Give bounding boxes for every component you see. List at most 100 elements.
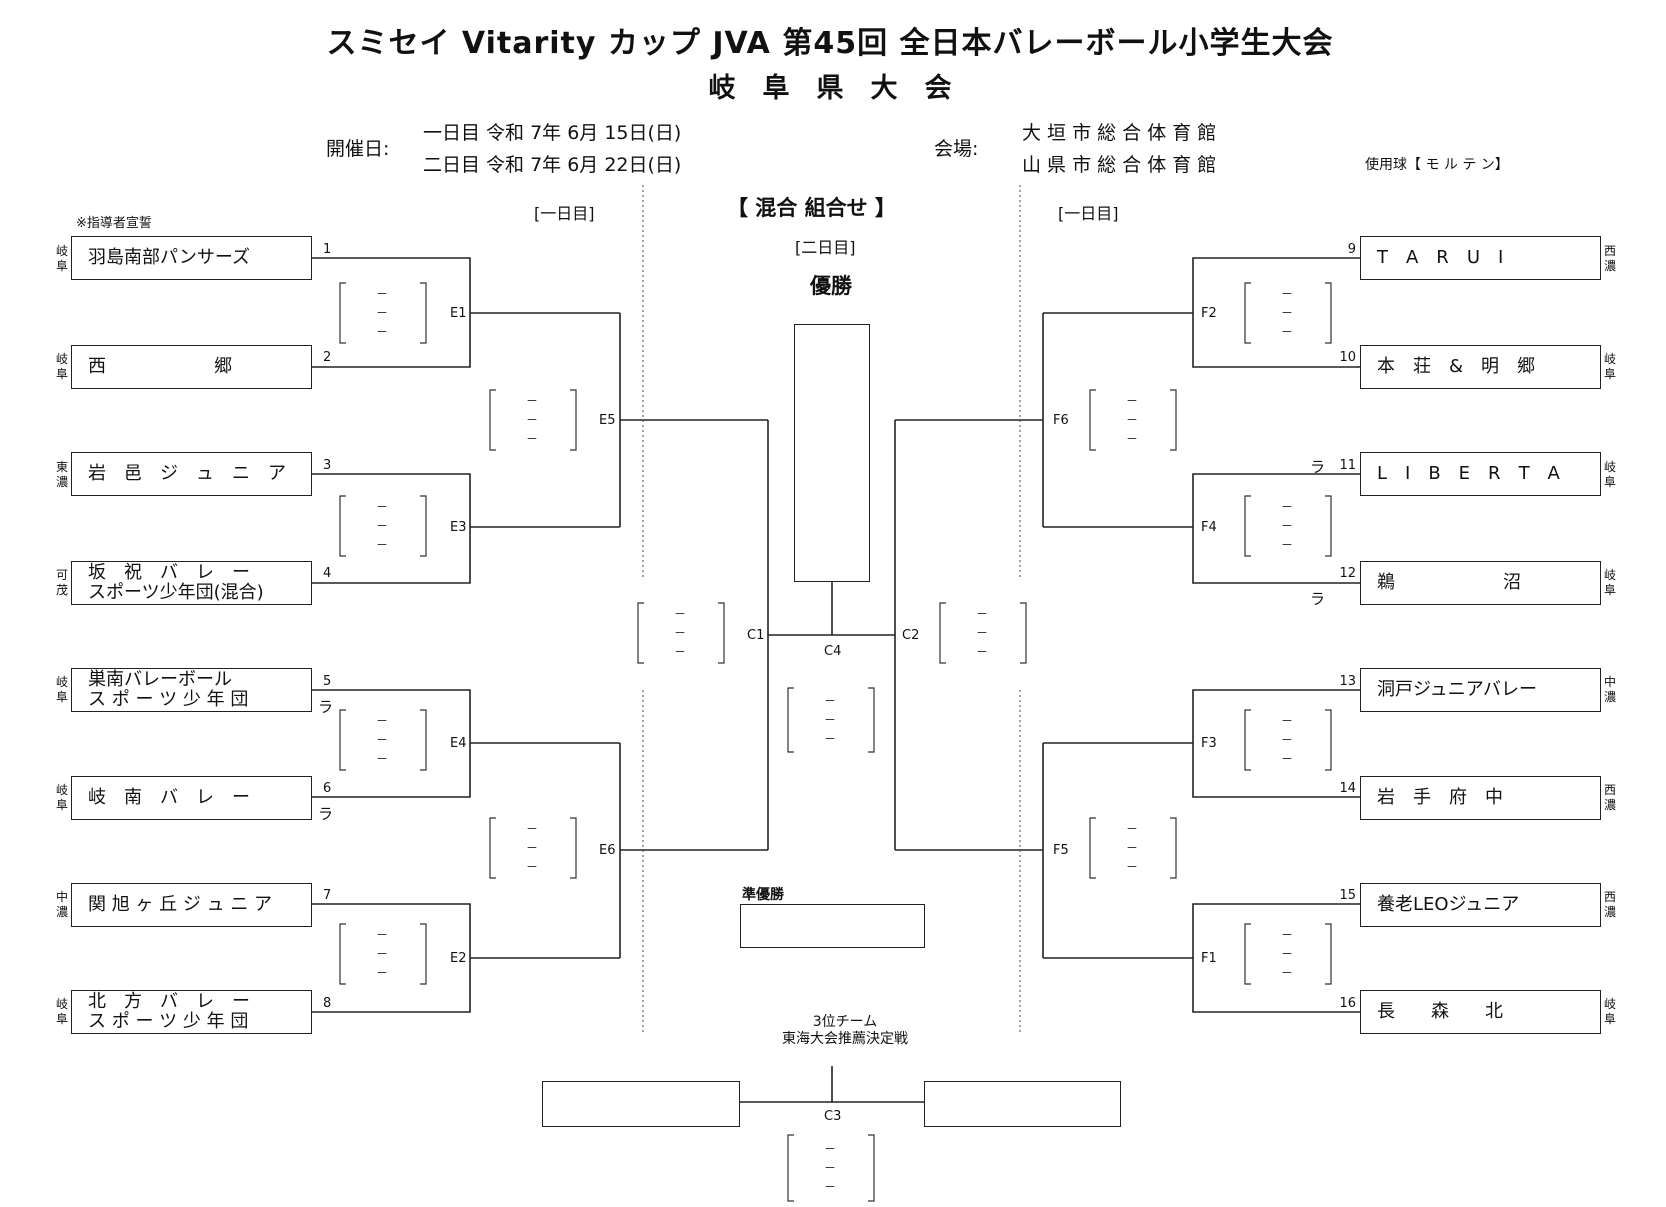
team-name-line2: ス ポ ー ツ 少 年 団 (88, 1011, 249, 1032)
score-dash: － (376, 733, 389, 747)
score-bracket (339, 282, 427, 344)
team-10[interactable]: 本 荘 & 明 郷 (1360, 345, 1601, 389)
team-2[interactable]: 西 郷 (71, 345, 312, 389)
team-14-pref: 西濃 (1604, 783, 1617, 812)
team-name-line2: ス ポ ー ツ 少 年 団 (88, 689, 249, 710)
match-F1: F1 (1201, 951, 1217, 966)
team-5[interactable]: 巣南バレーボールス ポ ー ツ 少 年 団 (71, 668, 312, 712)
team-8-pref: 岐阜 (56, 997, 69, 1026)
team-13[interactable]: 洞戸ジュニアバレー (1360, 668, 1601, 712)
match-F5: F5 (1053, 843, 1069, 858)
match-C1: C1 (747, 628, 765, 643)
score-dash: － (1281, 500, 1294, 514)
team-name: 西 郷 (88, 356, 232, 377)
match-E4: E4 (450, 736, 467, 751)
score-dash: － (376, 752, 389, 766)
seed-2: 2 (323, 350, 332, 365)
team-14[interactable]: 岩 手 府 中 (1360, 776, 1601, 820)
score-dash: － (1281, 714, 1294, 728)
ball-info: 使用球【 モ ル テ ン】 (1365, 157, 1509, 173)
runner-up-label: 準優勝 (742, 887, 784, 903)
score-dash: － (1281, 287, 1294, 301)
team-name: 関 旭 ヶ 丘 ジ ュ ニ ア (88, 894, 273, 915)
score-dash: － (1126, 822, 1139, 836)
team-11[interactable]: L I B E R T A (1360, 452, 1601, 496)
score-dash: － (976, 645, 989, 659)
team-name: 羽島南部パンサーズ (88, 247, 250, 268)
score-dash: － (976, 626, 989, 640)
team-name: 長 森 北 (1377, 1001, 1503, 1022)
champion-label: 優勝 (810, 274, 852, 298)
score-dash: － (376, 325, 389, 339)
score-dash: － (674, 607, 687, 621)
seed-1: 1 (323, 242, 332, 257)
team-2-pref: 岐阜 (56, 352, 69, 381)
match-F3: F3 (1201, 736, 1217, 751)
team-9[interactable]: T A R U I (1360, 236, 1601, 280)
team-16[interactable]: 長 森 北 (1360, 990, 1601, 1034)
team-1[interactable]: 羽島南部パンサーズ (71, 236, 312, 280)
team-8[interactable]: 北 方 バ レ ース ポ ー ツ 少 年 団 (71, 990, 312, 1034)
champion-box (794, 324, 870, 582)
score-dash: － (1281, 519, 1294, 533)
score-dash: － (526, 413, 539, 427)
team-name: 岐 南 バ レ ー (88, 787, 250, 808)
seed-8: 8 (323, 996, 332, 1011)
team-3[interactable]: 岩 邑 ジ ュ ニ ア (71, 452, 312, 496)
score-dash: － (1281, 325, 1294, 339)
team-12[interactable]: 鵜 沼 (1360, 561, 1601, 605)
team-15[interactable]: 養老LEOジュニア (1360, 883, 1601, 927)
match-C3: C3 (824, 1109, 842, 1124)
team-9-pref: 西濃 (1604, 244, 1617, 273)
runner-up-box (740, 904, 925, 948)
match-F2: F2 (1201, 306, 1217, 321)
match-C2: C2 (902, 628, 920, 643)
score-dash: － (376, 519, 389, 533)
page-title: スミセイ Vitarity カップ JVA 第45回 全日本バレーボール小学生大… (326, 26, 1334, 61)
score-dash: － (526, 822, 539, 836)
team-7[interactable]: 関 旭 ヶ 丘 ジ ュ ニ ア (71, 883, 312, 927)
score-dash: － (976, 607, 989, 621)
match-E3: E3 (450, 520, 467, 535)
third-place-box-left (542, 1081, 740, 1127)
team-13-pref: 中濃 (1604, 675, 1617, 704)
team-6-pref: 岐阜 (56, 783, 69, 812)
score-dash: － (526, 394, 539, 408)
day2-label: [二日目] (795, 238, 856, 257)
team-name: 養老LEOジュニア (1377, 894, 1520, 915)
team-3-pref: 東濃 (56, 460, 69, 489)
day1-right-label: [一日目] (1058, 204, 1119, 223)
team-10-pref: 岐阜 (1604, 352, 1617, 381)
seed-13: 13 (1339, 674, 1356, 689)
third-place-label: 3位チーム (812, 1014, 878, 1030)
seed-16: 16 (1339, 996, 1356, 1011)
seed-5: 5 (323, 674, 332, 689)
score-dash: － (824, 732, 837, 746)
score-dash: － (824, 1161, 837, 1175)
match-F6: F6 (1053, 413, 1069, 428)
third-place-sublabel: 東海大会推薦決定戦 (782, 1031, 908, 1047)
seed-11: 11 (1339, 458, 1356, 473)
score-dash: － (1281, 752, 1294, 766)
team-name: 洞戸ジュニアバレー (1377, 679, 1538, 700)
team-1-pref: 岐阜 (56, 244, 69, 273)
venue-label: 会場: (934, 138, 979, 160)
lot-mark-5: ラ (318, 698, 334, 716)
score-dash: － (1281, 733, 1294, 747)
team-name: 北 方 バ レ ー (88, 991, 250, 1012)
team-name: 本 荘 & 明 郷 (1377, 356, 1536, 377)
team-6[interactable]: 岐 南 バ レ ー (71, 776, 312, 820)
team-4[interactable]: 坂 祝 バ レ ースポーツ少年団(混合) (71, 561, 312, 605)
venue-day1: 大 垣 市 総 合 体 育 館 (1022, 122, 1217, 144)
match-E1: E1 (450, 306, 467, 321)
third-place-box-right (924, 1081, 1121, 1127)
match-E6: E6 (599, 843, 616, 858)
match-E5: E5 (599, 413, 616, 428)
score-dash: － (376, 947, 389, 961)
match-F4: F4 (1201, 520, 1217, 535)
team-15-pref: 西濃 (1604, 890, 1617, 919)
score-dash: － (376, 928, 389, 942)
venue-day2: 山 県 市 総 合 体 育 館 (1022, 154, 1217, 176)
team-7-pref: 中濃 (56, 890, 69, 919)
